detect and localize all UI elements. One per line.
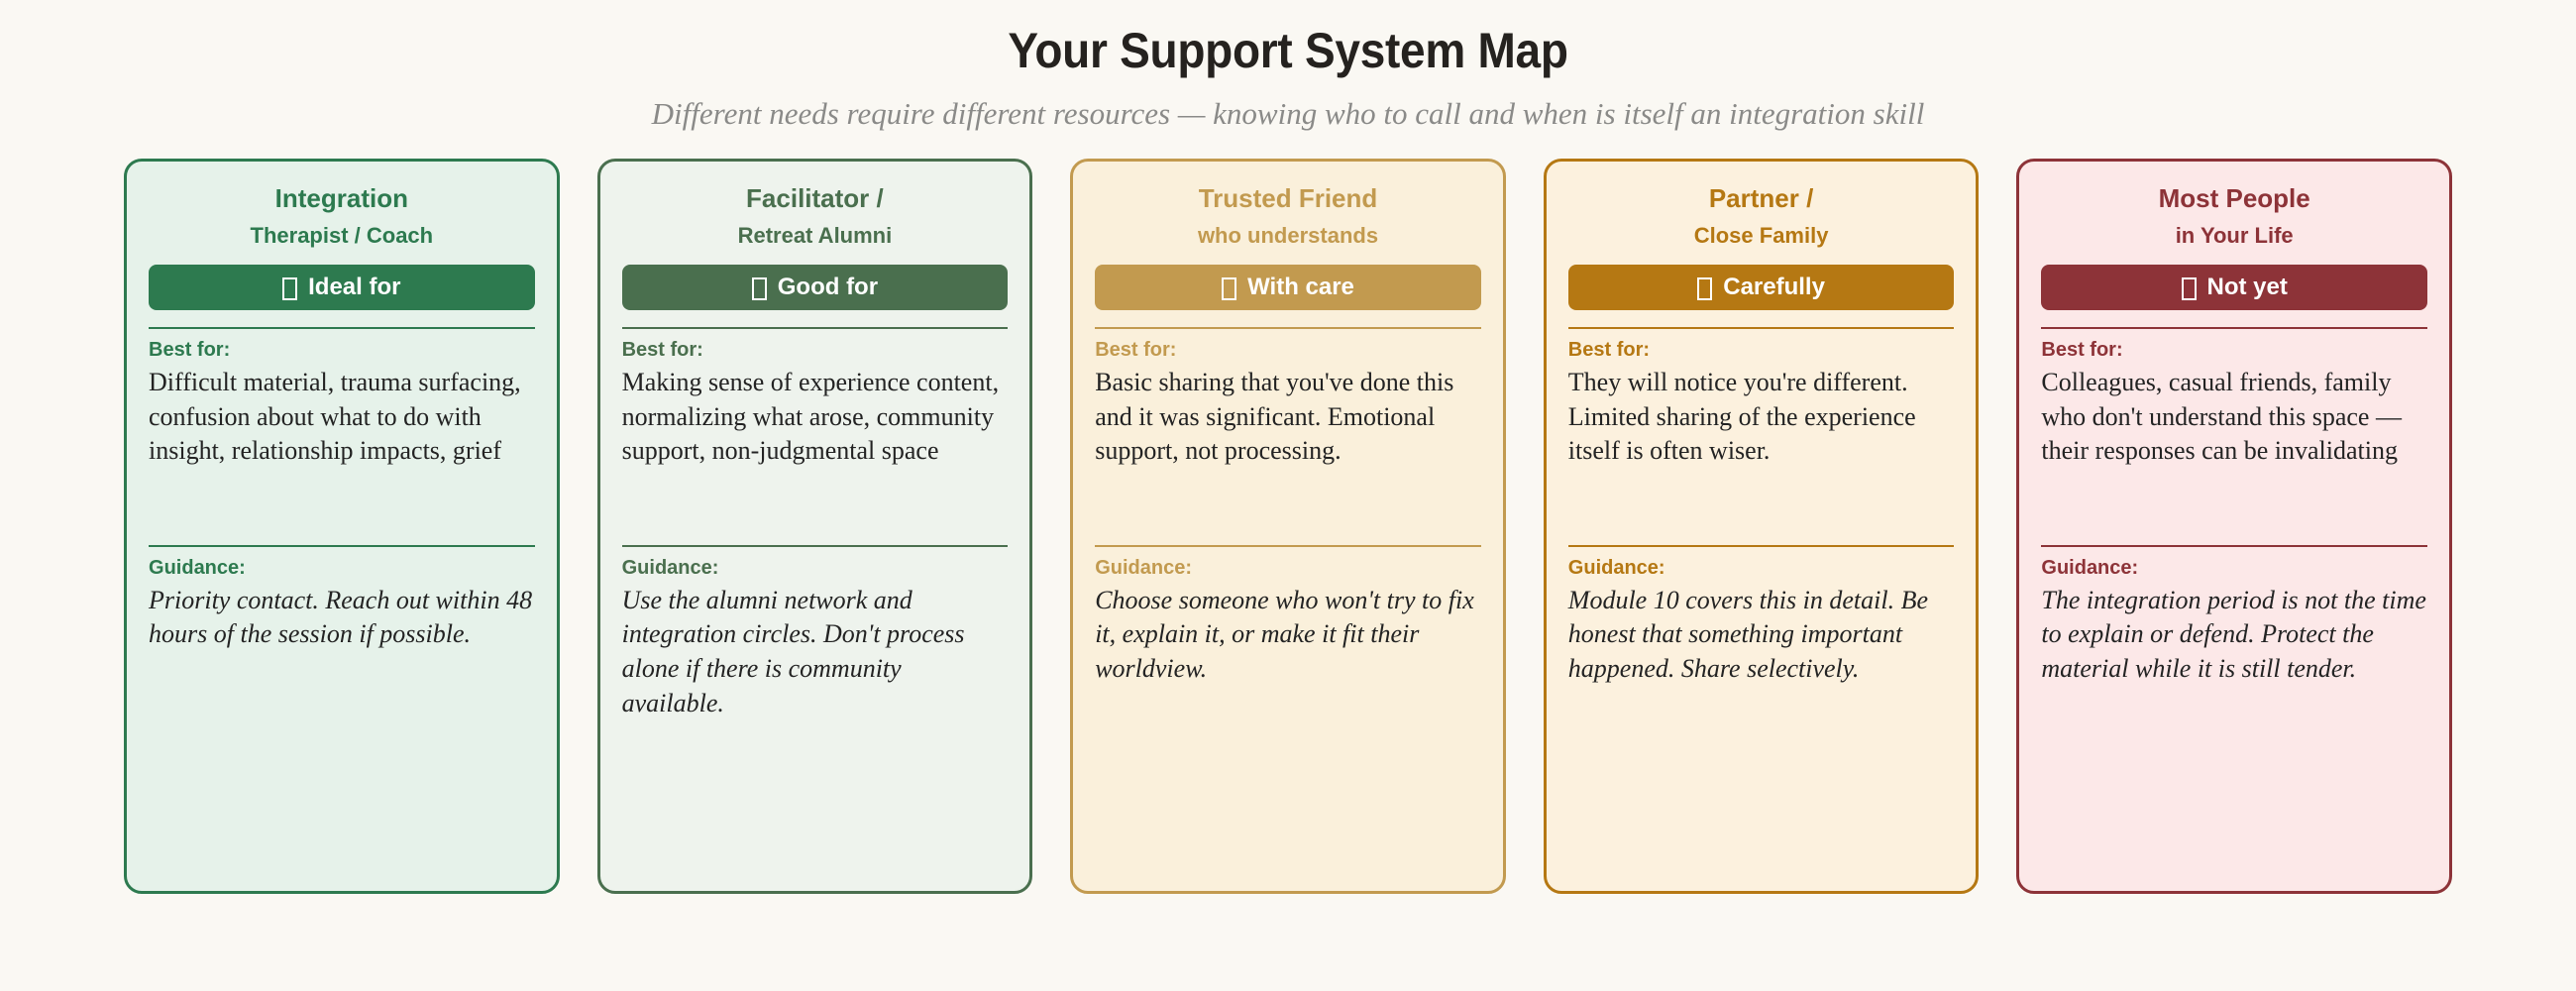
card-subtitle: Retreat Alumni [737,222,893,248]
card-badge[interactable]: With care [1095,265,1481,311]
missing-glyph-box-icon [1222,276,1237,300]
card-badge[interactable]: Carefully [1567,265,1955,311]
best-for-text: Difficult material, trauma surfacing, co… [149,368,521,466]
card-subtitle: Therapist / Coach [250,222,434,248]
best-for-label: Best for: [2041,339,2123,362]
badge-divider [1567,327,1955,330]
section-spacer [149,469,535,528]
card-title: Partner / [1708,183,1814,213]
best-for-label: Best for: [1567,339,1651,362]
card-subtitle: in Your Life [2175,222,2294,248]
guidance-label: Guidance: [2041,556,2139,579]
guidance-text: The integration period is not the time t… [2041,585,2426,683]
guidance-text: Use the alumni network and integration c… [621,585,965,717]
missing-glyph-box-icon [2181,276,2197,300]
missing-glyph-box-icon [751,276,767,300]
guidance-text: Choose someone who won't try to fix it, … [1095,585,1474,683]
guidance-text: Module 10 covers this in detail. Be hone… [1567,585,1928,683]
best-for-text: They will notice you're different. Limit… [1567,368,1916,466]
badge-divider [1095,327,1481,330]
badge-divider [621,327,1009,330]
guidance-text: Priority contact. Reach out within 48 ho… [149,585,533,649]
support-card-most-people[interactable]: Most People in Your Life Not yet Best fo… [2016,159,2452,894]
card-badge-label: Good for [777,274,879,301]
section-spacer [1095,469,1481,528]
guidance-label: Guidance: [1095,556,1192,579]
card-tail [622,720,1009,869]
badge-divider [149,327,535,330]
support-card-trusted-friend[interactable]: Trusted Friend who understands With care… [1070,159,1506,894]
card-badge-label: Carefully [1723,274,1825,301]
card-badge-label: With care [1247,274,1354,301]
card-tail [1095,687,1481,869]
missing-glyph-box-icon [282,276,298,300]
page-title: Your Support System Map [1008,23,1568,78]
support-card-integration[interactable]: Integration Therapist / Coach Ideal for … [124,159,560,894]
best-for-text: Basic sharing that you've done this and … [1095,368,1454,466]
card-tail [2041,687,2427,869]
card-badge[interactable]: Good for [621,265,1009,311]
card-subtitle: who understands [1197,222,1379,248]
card-title: Trusted Friend [1198,183,1378,213]
guidance-label: Guidance: [1567,556,1665,579]
best-for-text: Colleagues, casual friends, family who d… [2041,368,2402,466]
guidance-label: Guidance: [149,556,246,579]
page-subtitle: Different needs require different resour… [651,96,1925,131]
card-badge[interactable]: Not yet [2041,265,2427,311]
best-for-label: Best for: [149,339,231,362]
support-card-partner[interactable]: Partner / Close Family Carefully Best fo… [1543,159,1980,894]
card-badge-label: Not yet [2206,274,2288,301]
best-for-label: Best for: [621,339,703,362]
card-title: Integration [274,183,408,213]
section-spacer [1568,469,1955,528]
card-title: Most People [2158,183,2310,213]
card-subtitle: Close Family [1693,222,1829,248]
guidance-divider [621,544,1009,547]
missing-glyph-box-icon [1697,276,1713,300]
support-card-facilitator[interactable]: Facilitator / Retreat Alumni Good for Be… [596,159,1033,894]
guidance-label: Guidance: [621,556,719,579]
guidance-divider [1567,544,1955,547]
page-header: Your Support System Map Different needs … [0,0,2576,132]
badge-divider [2041,327,2427,330]
section-spacer [622,469,1009,528]
best-for-text: Making sense of experience content, norm… [621,368,1000,466]
guidance-divider [2041,544,2427,547]
card-tail [1568,687,1955,869]
guidance-divider [149,544,535,547]
best-for-label: Best for: [1095,339,1177,362]
card-tail [149,652,535,869]
support-card-row: Integration Therapist / Coach Ideal for … [0,159,2576,894]
card-badge[interactable]: Ideal for [149,265,535,311]
section-spacer [2041,469,2427,528]
card-badge-label: Ideal for [308,274,401,301]
card-title: Facilitator / [746,183,884,213]
guidance-divider [1095,544,1481,547]
